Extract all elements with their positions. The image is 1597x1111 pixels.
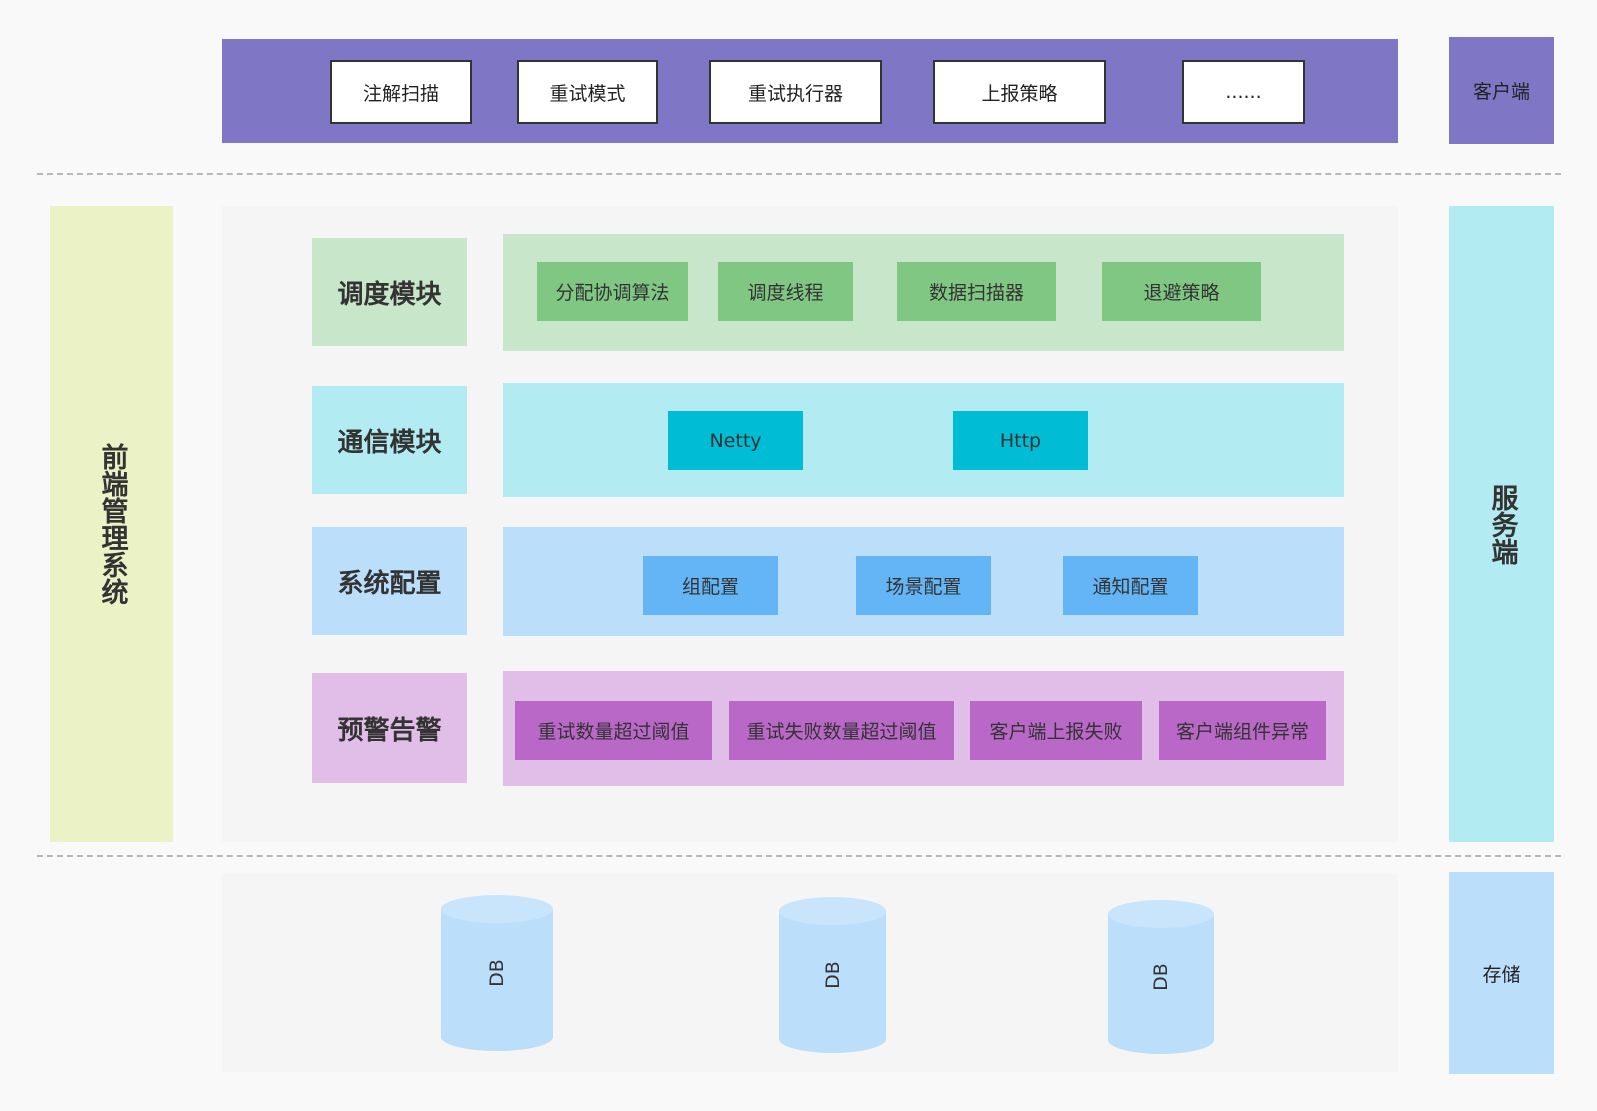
client-item-retry-mode[interactable]: 重试模式 bbox=[517, 60, 658, 124]
chip-allocation-algorithm[interactable]: 分配协调算法 bbox=[537, 262, 688, 321]
module-title-schedule: 调度模块 bbox=[312, 238, 467, 346]
client-item-report-strategy[interactable]: 上报策略 bbox=[933, 60, 1106, 124]
chip-retry-failure-threshold[interactable]: 重试失败数量超过阈值 bbox=[729, 701, 954, 760]
database-label-2: DB bbox=[821, 961, 844, 989]
module-title-alerts: 预警告警 bbox=[312, 673, 467, 783]
chip-retry-count-threshold[interactable]: 重试数量超过阈值 bbox=[515, 701, 712, 760]
server-side: 服务端 bbox=[1449, 206, 1554, 842]
chip-client-report-failure[interactable]: 客户端上报失败 bbox=[970, 701, 1142, 760]
chip-backoff-strategy[interactable]: 退避策略 bbox=[1102, 262, 1261, 321]
database-cylinder-3: DB bbox=[1108, 900, 1214, 1054]
separator-server-storage bbox=[37, 855, 1561, 857]
server-label: 服务端 bbox=[1486, 483, 1518, 565]
module-area-schedule: 分配协调算法 调度线程 数据扫描器 退避策略 bbox=[503, 234, 1344, 351]
module-area-communication: Netty Http bbox=[503, 383, 1344, 497]
module-title-communication: 通信模块 bbox=[312, 386, 467, 494]
module-title-system-config: 系统配置 bbox=[312, 527, 467, 635]
chip-scheduling-thread[interactable]: 调度线程 bbox=[718, 262, 853, 321]
separator-client-server bbox=[37, 173, 1561, 175]
frontend-label: 前端管理系统 bbox=[96, 443, 128, 605]
module-area-alerts: 重试数量超过阈值 重试失败数量超过阈值 客户端上报失败 客户端组件异常 bbox=[503, 671, 1344, 786]
client-label: 客户端 bbox=[1449, 37, 1554, 144]
module-area-system-config: 组配置 场景配置 通知配置 bbox=[503, 527, 1344, 636]
client-band: 注解扫描 重试模式 重试执行器 上报策略 ...... bbox=[222, 39, 1398, 143]
chip-client-component-error[interactable]: 客户端组件异常 bbox=[1159, 701, 1326, 760]
client-item-more[interactable]: ...... bbox=[1182, 60, 1305, 124]
chip-scene-config[interactable]: 场景配置 bbox=[856, 556, 991, 615]
storage-label: 存储 bbox=[1449, 872, 1554, 1074]
chip-data-scanner[interactable]: 数据扫描器 bbox=[897, 262, 1056, 321]
chip-group-config[interactable]: 组配置 bbox=[643, 556, 778, 615]
database-cylinder-2: DB bbox=[779, 897, 886, 1053]
client-item-annotation-scan[interactable]: 注解扫描 bbox=[330, 60, 472, 124]
database-cylinder-1: DB bbox=[441, 895, 553, 1051]
frontend-management-system: 前端管理系统 bbox=[50, 206, 173, 842]
database-label-3: DB bbox=[1149, 963, 1172, 991]
chip-netty[interactable]: Netty bbox=[668, 411, 803, 470]
chip-http[interactable]: Http bbox=[953, 411, 1088, 470]
client-item-retry-executor[interactable]: 重试执行器 bbox=[709, 60, 882, 124]
database-label-1: DB bbox=[485, 959, 508, 987]
chip-notify-config[interactable]: 通知配置 bbox=[1063, 556, 1198, 615]
